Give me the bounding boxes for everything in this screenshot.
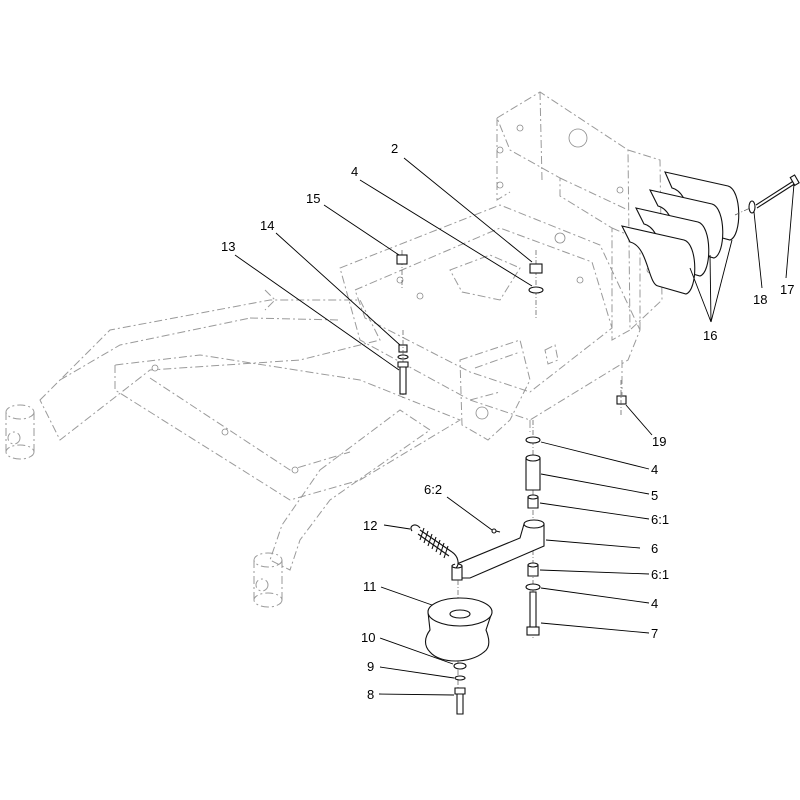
callout-2: 2 [391,141,398,156]
leader-lines [234,157,795,696]
extension-spring [410,524,459,569]
callout-14: 14 [260,218,274,233]
callout-6: 6 [651,541,658,556]
callout-17: 17 [780,282,794,297]
callout-19: 19 [652,434,666,449]
callout-10: 10 [361,630,375,645]
callout-12: 12 [363,518,377,533]
callout-9: 9 [367,659,374,674]
callout-4-middle: 4 [651,462,658,477]
callout-6-2: 6:2 [424,482,442,497]
callout-8: 8 [367,687,374,702]
callout-18: 18 [753,292,767,307]
callout-6-1-upper: 6:1 [651,512,669,527]
idler-pulley-stack [424,580,493,715]
callout-7: 7 [651,626,658,641]
callout-labels: 2 4 15 14 13 16 17 18 19 4 5 6:1 6:2 6 1… [221,141,794,702]
callout-11: 11 [363,579,377,594]
belt-guide-stack [620,171,800,295]
callout-4-lower: 4 [651,596,658,611]
callout-16: 16 [703,328,717,343]
callout-5: 5 [651,488,658,503]
deck-fasteners [396,250,627,415]
callout-13: 13 [221,239,235,254]
callout-4-upper: 4 [351,164,358,179]
mower-frame [5,91,663,608]
callout-6-1-lower: 6:1 [651,567,669,582]
idler-arm-stack [451,420,545,640]
callout-15: 15 [306,191,320,206]
